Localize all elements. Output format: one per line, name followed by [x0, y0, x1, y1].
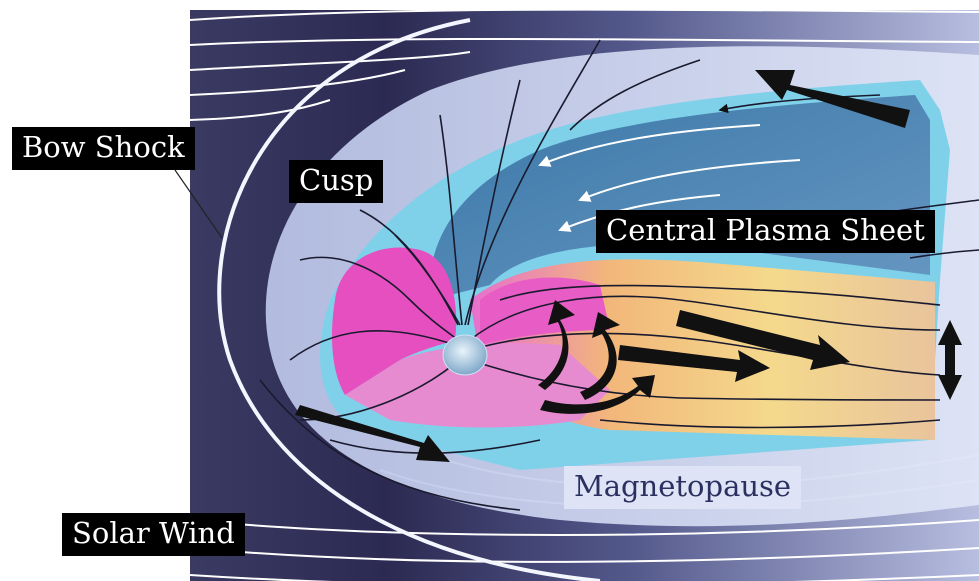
earth-icon: [443, 335, 487, 375]
central-plasma-sheet-label: Central Plasma Sheet: [596, 210, 935, 253]
solar-wind-label: Solar Wind: [62, 513, 245, 556]
cusp-label: Cusp: [289, 160, 383, 203]
bow-shock-label: Bow Shock: [12, 127, 195, 170]
magnetopause-label: Magnetopause: [564, 466, 801, 509]
